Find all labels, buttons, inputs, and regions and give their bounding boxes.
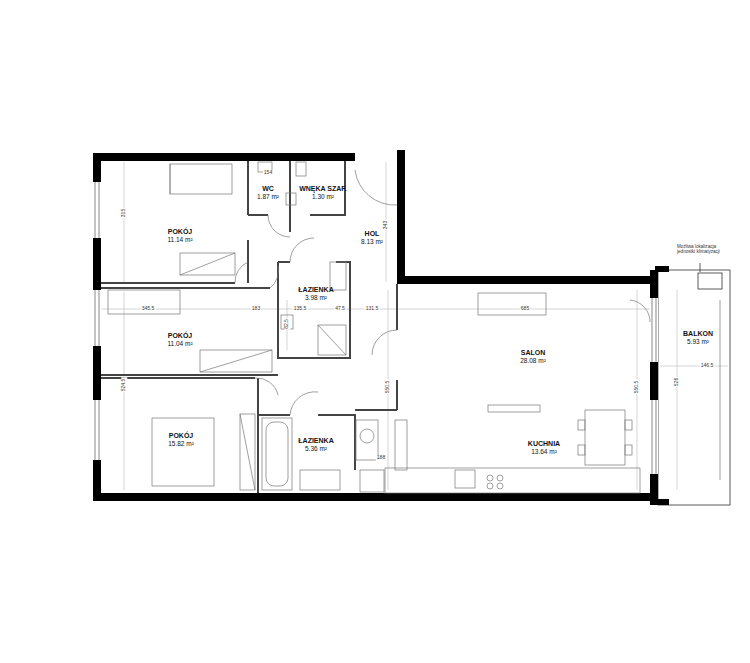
dimension: 47.5	[334, 306, 346, 312]
dimension: 315	[121, 208, 127, 218]
room-area: 8.13 m²	[361, 238, 383, 246]
room-label: POKÓJ15.82 m²	[166, 431, 196, 450]
room-label: ŁAZIENKA3.98 m²	[296, 285, 335, 304]
room-label: ŁAZIENKA5.36 m²	[296, 436, 335, 455]
dimension: 550.5	[385, 380, 391, 395]
dimension: 685	[520, 306, 530, 312]
room-label: HOL8.13 m²	[359, 229, 385, 248]
room-name: POKÓJ	[168, 432, 194, 441]
room-name: HOL	[361, 230, 383, 239]
room-name: BALKON	[683, 330, 713, 339]
dimension: 82.5	[284, 318, 290, 330]
dimension: 146.5	[700, 363, 715, 369]
room-name: KUCHNIA	[528, 440, 560, 449]
room-label: WC1.87 m²	[255, 184, 281, 203]
callout-note: Możliwa lokalizacja jednostki klimatyzac…	[676, 244, 728, 254]
room-area: 11.04 m²	[167, 340, 192, 348]
dimension: 524.5	[121, 378, 127, 393]
room-name: POKÓJ	[167, 332, 192, 341]
room-area: 28.08 m²	[520, 357, 546, 365]
room-name: WC	[257, 185, 279, 194]
dimension: 345.5	[141, 306, 156, 312]
room-label: KUCHNIA13.64 m²	[526, 439, 562, 458]
room-label: POKÓJ11.04 m²	[165, 331, 194, 350]
room-name: POKÓJ	[167, 228, 192, 237]
dimension: 154	[263, 170, 273, 176]
room-name: WNĘKA SZAF.	[299, 185, 347, 194]
dimension: 188	[376, 455, 386, 461]
dimension: 343	[383, 220, 389, 230]
room-area: 15.82 m²	[168, 440, 194, 448]
dimension: 183	[251, 306, 261, 312]
room-name: SALON	[520, 349, 546, 358]
dimension: 550.5	[634, 380, 640, 395]
room-area: 1.30 m²	[299, 193, 347, 201]
room-area: 5.36 m²	[298, 445, 333, 453]
room-label: SALON28.08 m²	[518, 348, 548, 367]
room-area: 13.64 m²	[528, 448, 560, 456]
room-area: 11.14 m²	[167, 236, 192, 244]
room-name: ŁAZIENKA	[298, 286, 333, 295]
room-label: BALKON5.93 m²	[681, 329, 715, 348]
room-area: 3.98 m²	[298, 294, 333, 302]
room-area: 5.93 m²	[683, 338, 713, 346]
room-label: POKÓJ11.14 m²	[165, 227, 194, 246]
room-label: WNĘKA SZAF.1.30 m²	[297, 184, 349, 203]
dimension: 131.5	[365, 306, 380, 312]
dimension: 135.5	[293, 306, 308, 312]
room-area: 1.87 m²	[257, 193, 279, 201]
dimension: 526	[674, 377, 680, 387]
room-name: ŁAZIENKA	[298, 437, 333, 446]
